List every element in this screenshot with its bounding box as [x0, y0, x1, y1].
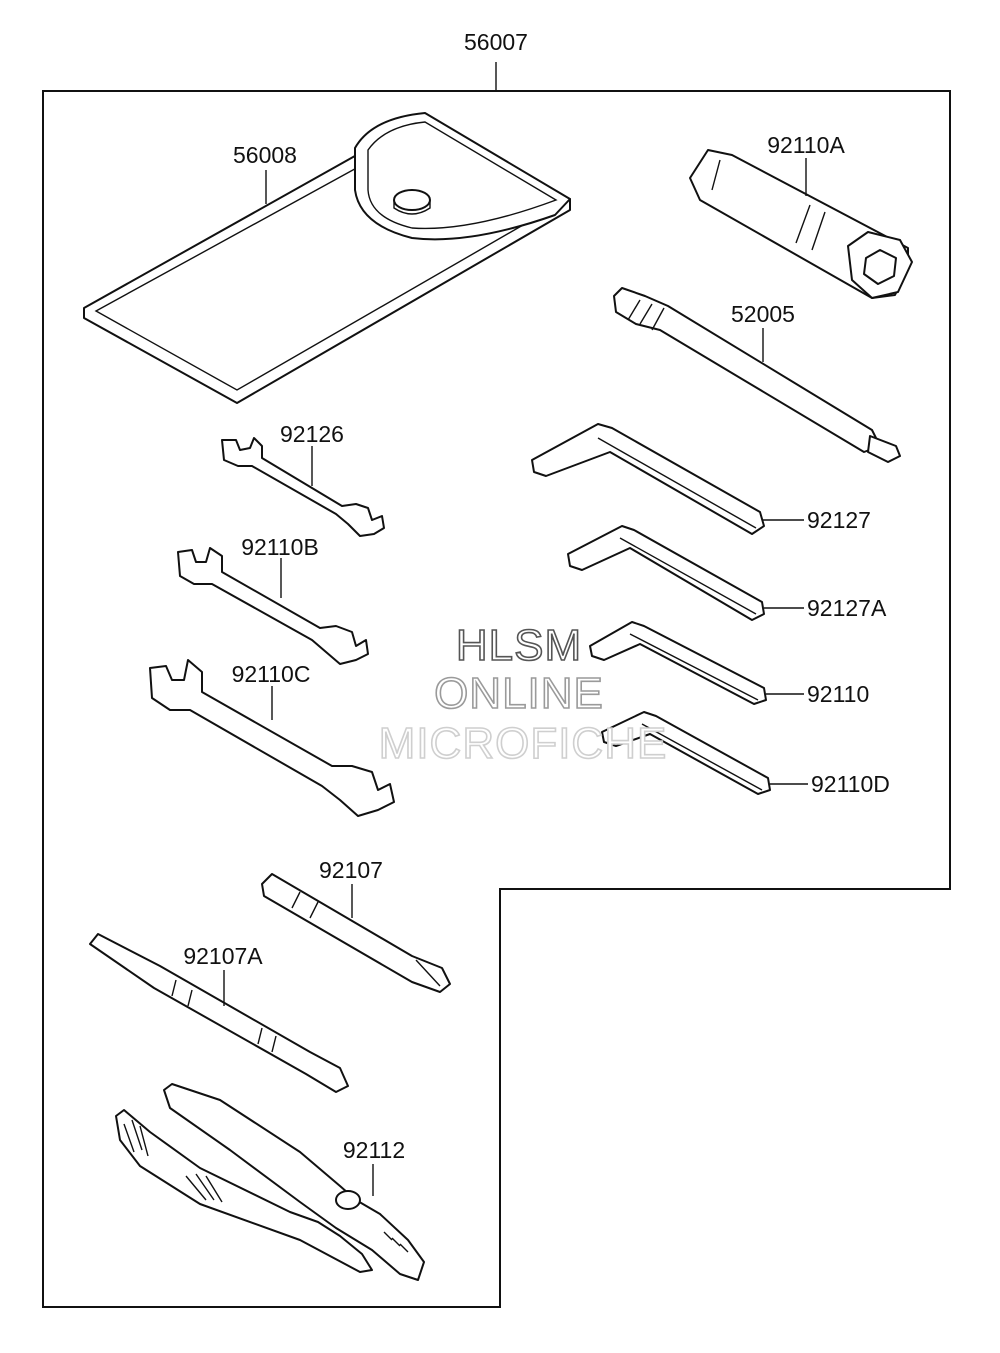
screwdriver-bit-92107[interactable]: [261, 873, 451, 993]
hex-key-92110D[interactable]: [601, 711, 771, 795]
part-label-92110A[interactable]: 92110A: [767, 132, 845, 158]
part-label-56008[interactable]: 56008: [233, 142, 297, 168]
part-label-92107[interactable]: 92107: [319, 857, 383, 883]
watermark-line-3: MICROFICHE: [379, 719, 668, 768]
part-label-92126[interactable]: 92126: [280, 421, 344, 447]
part-label-92127A[interactable]: 92127A: [807, 595, 887, 621]
screwdriver-handle-52005[interactable]: [613, 287, 901, 463]
hex-key-92127[interactable]: [531, 423, 765, 535]
part-label-92110[interactable]: 92110: [807, 681, 869, 707]
part-label-92110D[interactable]: 92110D: [811, 771, 890, 797]
watermark-line-2: ONLINE: [434, 669, 604, 718]
part-label-92110B[interactable]: 92110B: [241, 534, 319, 560]
part-label-92112[interactable]: 92112: [343, 1137, 405, 1163]
part-label-52005[interactable]: 52005: [731, 301, 795, 327]
hex-key-92110[interactable]: [589, 621, 767, 705]
part-label-92107A[interactable]: 92107A: [183, 943, 263, 969]
screwdriver-bit-92107A[interactable]: [89, 933, 349, 1093]
tool-bag-56008[interactable]: [83, 112, 571, 404]
wrench-92126[interactable]: [221, 437, 385, 537]
assembly-label[interactable]: 56007: [464, 29, 528, 55]
assembly-frame: [42, 90, 951, 1308]
pliers-92112[interactable]: [115, 1083, 425, 1281]
wrench-92110B[interactable]: [177, 547, 369, 665]
part-label-92127[interactable]: 92127: [807, 507, 871, 533]
hex-key-92127A[interactable]: [567, 525, 765, 621]
plug-wrench-92110A[interactable]: [689, 149, 913, 299]
wrench-92110C[interactable]: [149, 659, 395, 817]
watermark-line-1: HLSM: [456, 621, 582, 670]
part-label-92110C[interactable]: 92110C: [232, 661, 311, 687]
